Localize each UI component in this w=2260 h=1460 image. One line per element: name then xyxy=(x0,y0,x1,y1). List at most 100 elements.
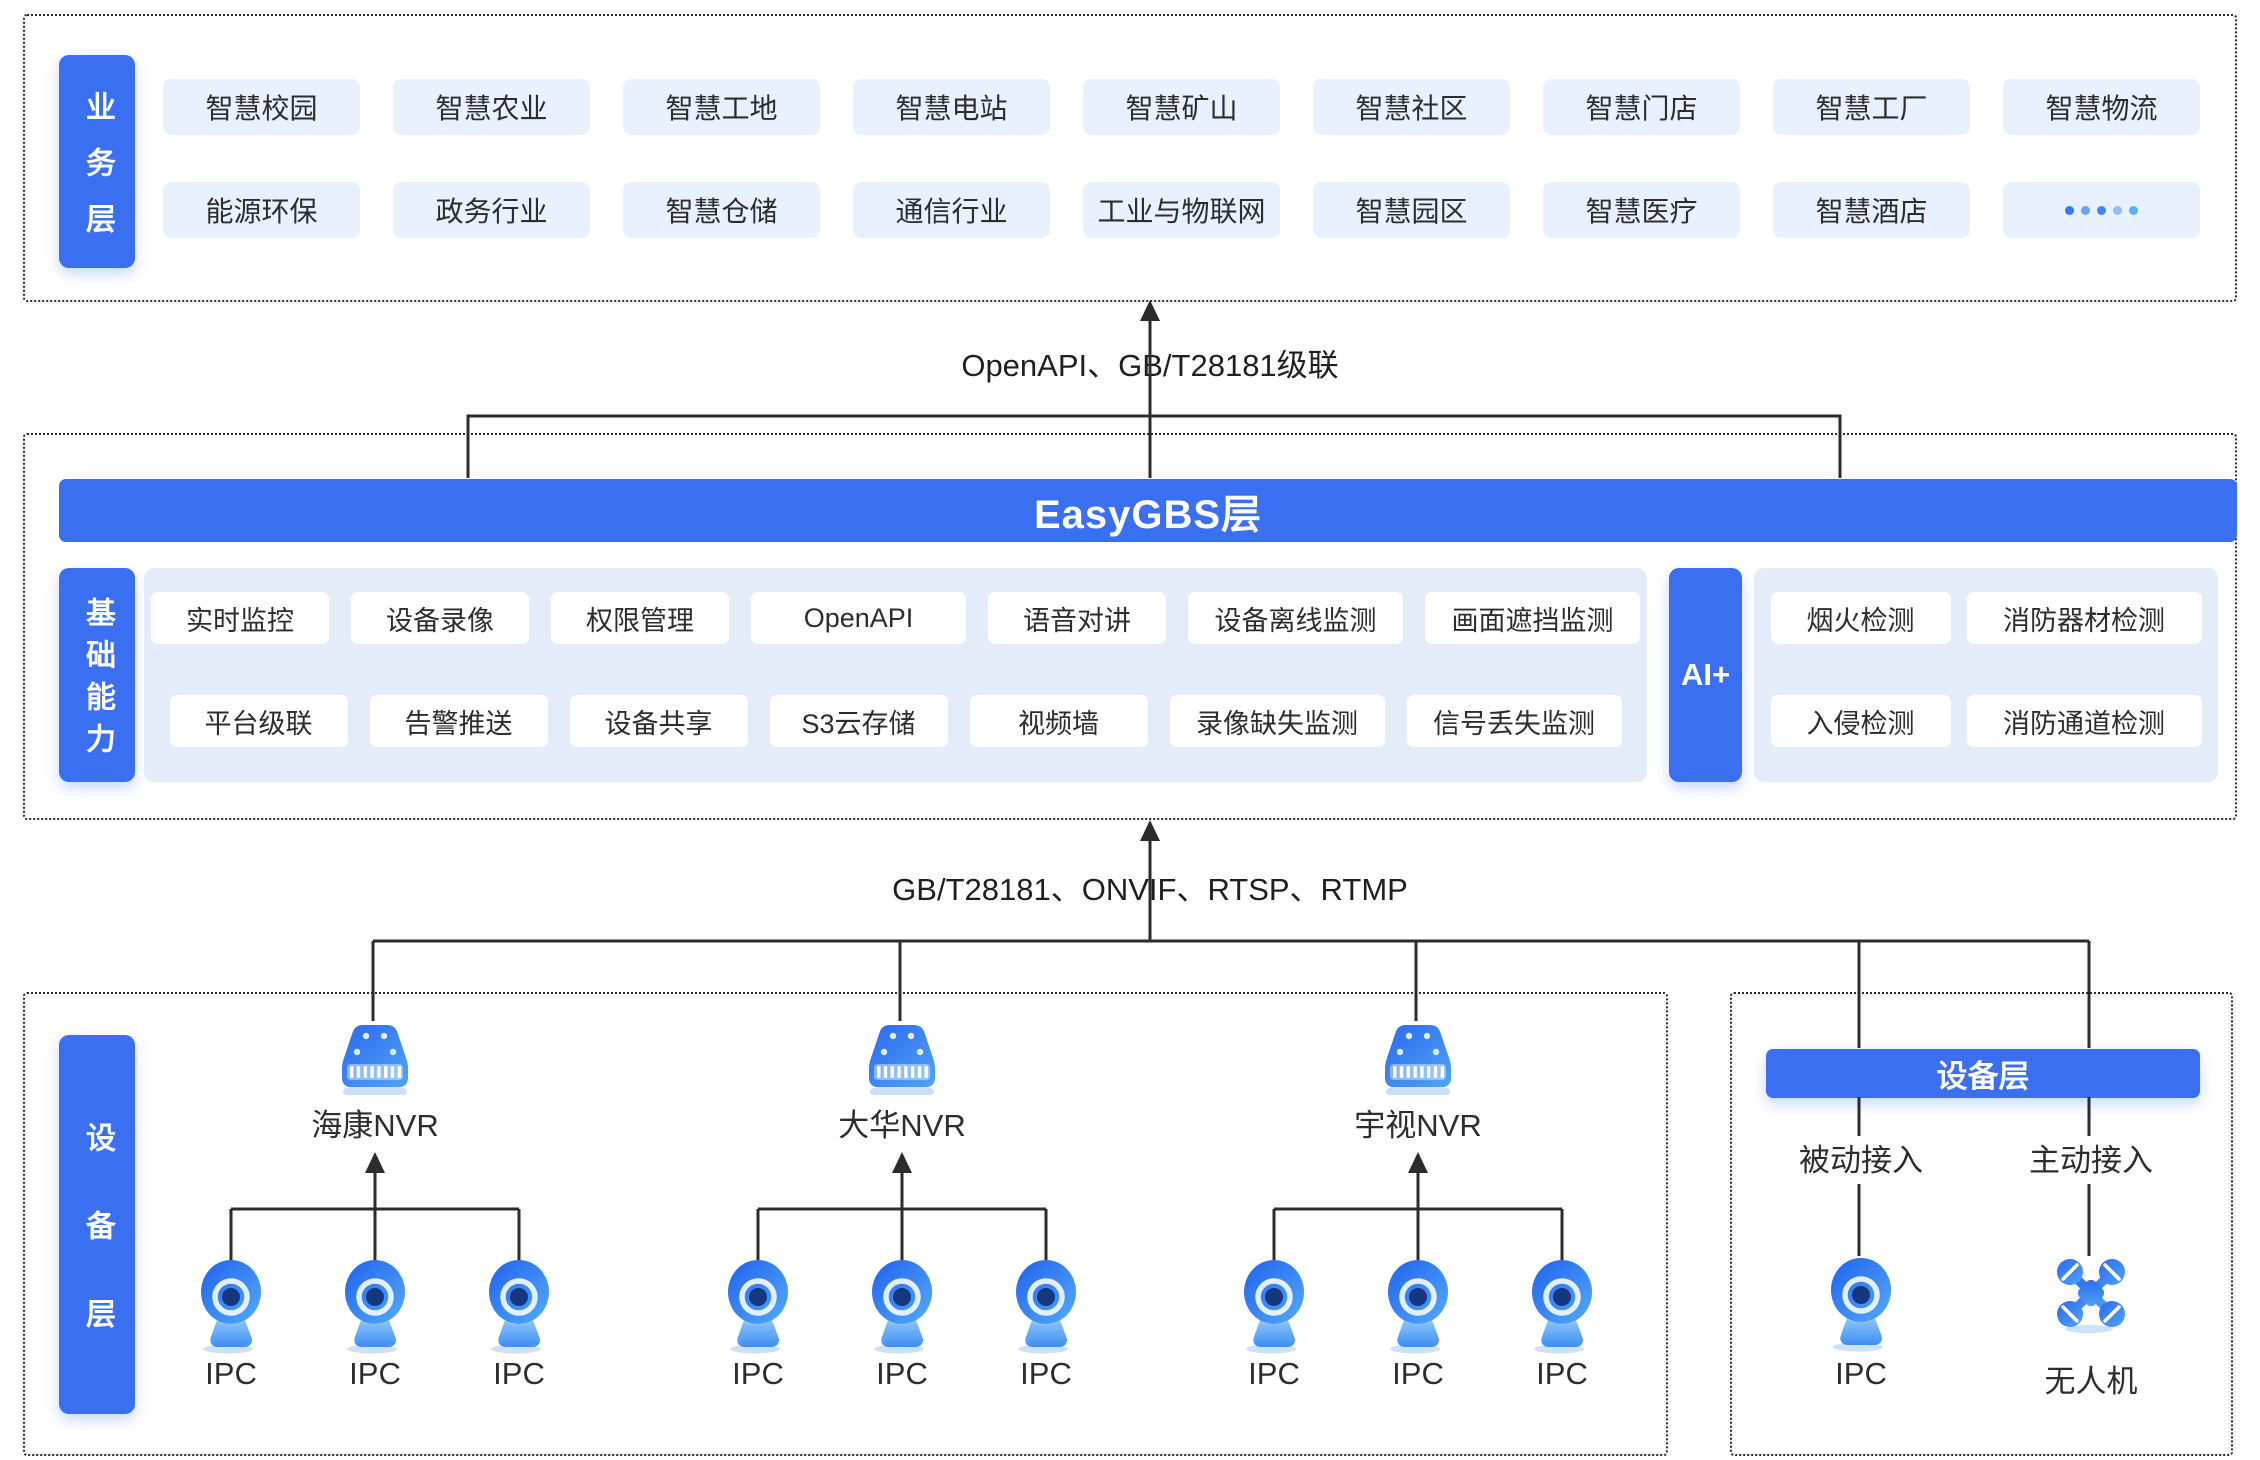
business-chip: 智慧矿山 xyxy=(1083,79,1280,135)
capability-chip: 告警推送 xyxy=(369,695,548,747)
ipc-camera-icon xyxy=(345,1260,405,1354)
business-chip: 智慧门店 xyxy=(1543,79,1740,135)
icon-slot xyxy=(1829,1258,1893,1354)
ipc-camera-icon xyxy=(489,1260,549,1354)
business-chip: 能源环保 xyxy=(163,182,360,238)
ipc-camera-icon xyxy=(1831,1258,1891,1352)
business-chip: 智慧社区 xyxy=(1313,79,1510,135)
capability-chip: OpenAPI xyxy=(751,592,966,644)
device-access-column: 被动接入 IPC xyxy=(1751,1142,1971,1392)
capability-chip: 语音对讲 xyxy=(988,592,1166,644)
ai-detection-chip: 入侵检测 xyxy=(1770,695,1951,747)
business-chip: 政务行业 xyxy=(393,182,590,238)
ai-detection-chip: 烟火检测 xyxy=(1770,592,1951,644)
capability-chip: 实时监控 xyxy=(151,592,329,644)
ipc-label: IPC xyxy=(1392,1356,1444,1391)
capability-chip: 权限管理 xyxy=(551,592,729,644)
business-chip: 智慧工厂 xyxy=(1773,79,1970,135)
ipc-row: IPC IPC IPC xyxy=(1242,1260,1594,1392)
device-label: IPC xyxy=(1835,1356,1887,1391)
ipc-camera-icon xyxy=(1016,1260,1076,1354)
business-chip: 智慧校园 xyxy=(163,79,360,135)
ipc-item: IPC xyxy=(343,1260,407,1392)
capability-chip: 设备共享 xyxy=(569,695,748,747)
nvr-arrow-head xyxy=(892,1152,912,1173)
nvr-arrow-head xyxy=(365,1152,385,1173)
device-layer-panel-right: 设备层 被动接入 IPC 主动接入无人机 xyxy=(1730,992,2233,1456)
icon-slot xyxy=(2056,1258,2126,1354)
nvr-icon xyxy=(342,1025,408,1095)
easygbs-bar: EasyGBS层 xyxy=(59,479,2237,542)
ipc-item: IPC xyxy=(199,1260,263,1392)
ipc-camera-icon xyxy=(1388,1260,1448,1354)
drone-icon xyxy=(2057,1259,2125,1333)
nvr-ipc-bracket xyxy=(756,1152,1048,1260)
capability-chip: 设备离线监测 xyxy=(1188,592,1403,644)
business-chip: 智慧电站 xyxy=(853,79,1050,135)
capabilities-label: 基础能力 xyxy=(59,568,135,782)
ipc-label: IPC xyxy=(493,1356,545,1391)
ipc-camera-icon xyxy=(728,1260,788,1354)
access-mode-label: 主动接入 xyxy=(2029,1143,2153,1178)
ipc-item: IPC xyxy=(1242,1260,1306,1392)
ipc-label: IPC xyxy=(349,1356,401,1391)
business-chip: 智慧仓储 xyxy=(623,182,820,238)
ipc-row: IPC IPC IPC xyxy=(199,1260,551,1392)
more-dot xyxy=(2097,205,2106,215)
ipc-item: IPC xyxy=(870,1260,934,1392)
capability-chip: 录像缺失监测 xyxy=(1169,695,1385,747)
ipc-label: IPC xyxy=(876,1356,928,1391)
ai-plus-label: AI+ xyxy=(1669,568,1742,782)
business-chip: 智慧医疗 xyxy=(1543,182,1740,238)
ipc-label: IPC xyxy=(732,1356,784,1391)
ipc-item: IPC xyxy=(1386,1260,1450,1392)
device-label: 无人机 xyxy=(2044,1364,2138,1399)
business-layer-panel: 业务层 智慧校园智慧农业智慧工地智慧电站智慧矿山智慧社区智慧门店智慧工厂智慧物流… xyxy=(23,14,2237,302)
ai-row-2: 入侵检测消防通道检测 xyxy=(1754,695,2218,747)
protocol-arrow-head xyxy=(1140,820,1160,841)
ipc-label: IPC xyxy=(1248,1356,1300,1391)
access-mode-label: 被动接入 xyxy=(1799,1143,1923,1178)
ai-panel: 烟火检测消防器材检测 入侵检测消防通道检测 xyxy=(1754,568,2218,782)
ipc-camera-icon xyxy=(1244,1260,1304,1354)
capability-chip: S3云存储 xyxy=(769,695,948,747)
ipc-camera-icon xyxy=(872,1260,932,1354)
capability-chip: 画面遮挡监测 xyxy=(1425,592,1640,644)
ai-detection-chip: 消防通道检测 xyxy=(1966,695,2202,747)
nvr-label: 宇视NVR xyxy=(1354,1108,1482,1143)
ipc-label: IPC xyxy=(205,1356,257,1391)
nvr-ipc-bracket xyxy=(1272,1152,1564,1260)
device-access-column: 主动接入无人机 xyxy=(1981,1142,2201,1401)
nvr-icon xyxy=(869,1025,935,1095)
capability-chip: 信号丢失监测 xyxy=(1406,695,1622,747)
device-protocols-label: GB/T28181、ONVIF、RTSP、RTMP xyxy=(892,872,1408,907)
nvr-label: 海康NVR xyxy=(311,1108,439,1143)
capability-chip: 设备录像 xyxy=(351,592,529,644)
business-chip: 智慧农业 xyxy=(393,79,590,135)
openapi-cascade-label: OpenAPI、GB/T28181级联 xyxy=(961,348,1339,383)
ai-row-1: 烟火检测消防器材检测 xyxy=(1754,592,2218,644)
ipc-label: IPC xyxy=(1536,1356,1588,1391)
ipc-item: IPC xyxy=(1530,1260,1594,1392)
business-layer-label: 业务层 xyxy=(59,55,135,268)
capability-chip: 视频墙 xyxy=(969,695,1148,747)
nvr-group: 海康NVR IPC IPC IPC xyxy=(199,1022,551,1392)
device-layer-label: 设备层 xyxy=(59,1035,135,1414)
cascade-arrow-head xyxy=(1140,300,1160,321)
nvr-icon xyxy=(1385,1025,1451,1095)
more-dot xyxy=(2065,205,2074,215)
ipc-camera-icon xyxy=(1532,1260,1592,1354)
ai-detection-chip: 消防器材检测 xyxy=(1966,592,2202,644)
device-layer-bar: 设备层 xyxy=(1766,1049,2200,1098)
nvr-group: 宇视NVR IPC IPC IPC xyxy=(1242,1022,1594,1392)
nvr-arrow-head xyxy=(1408,1152,1428,1173)
business-chip: 智慧物流 xyxy=(2003,79,2200,135)
business-chip: 智慧酒店 xyxy=(1773,182,1970,238)
capabilities-row-1: 实时监控设备录像权限管理 OpenAPI 语音对讲设备离线监测画面遮挡监测 xyxy=(144,592,1647,644)
more-industries-chip xyxy=(2003,182,2200,238)
